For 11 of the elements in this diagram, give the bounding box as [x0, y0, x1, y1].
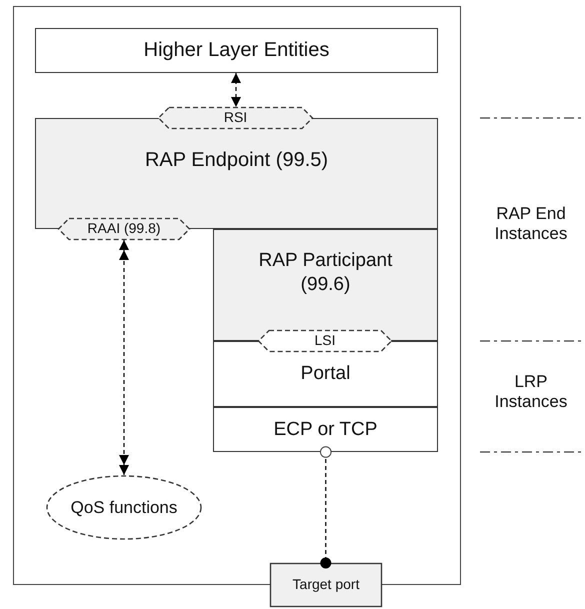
- double-arrow: [231, 73, 241, 107]
- interface-hexagon: LSI: [258, 330, 392, 352]
- interface-hexagon: RAAI (99.8): [58, 218, 190, 240]
- layer-label: RAP End Instances: [494, 204, 568, 245]
- layer-label: LRP Instances: [494, 372, 568, 413]
- function-ellipse: QoS functions: [46, 475, 202, 540]
- process-box: ECP or TCP: [213, 407, 438, 452]
- port-box: Target port: [270, 563, 382, 607]
- connector: [320, 446, 332, 568]
- interface-hexagon: RSI: [158, 107, 313, 129]
- process-box: Higher Layer Entities: [35, 28, 438, 73]
